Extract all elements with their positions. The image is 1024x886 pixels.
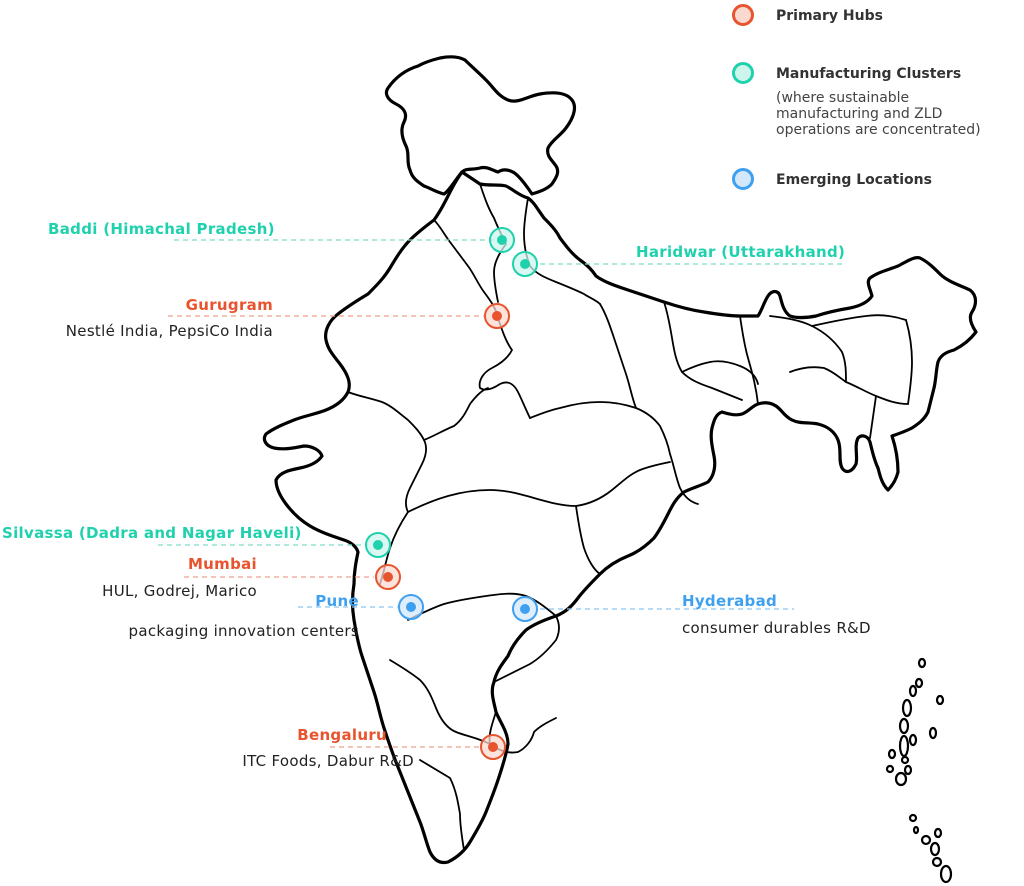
subtitle-pune: packaging innovation centers [128,622,359,640]
legend-title-emerging: Emerging Locations [776,172,932,188]
label-hyderabad: Hyderabad [682,592,778,610]
marker-mumbai-dot[interactable] [383,572,393,582]
marker-pune-dot[interactable] [406,602,416,612]
label-bengaluru: Bengaluru [297,726,387,744]
legend-title-manufacturing: Manufacturing Clusters [776,66,962,82]
map-mainland [262,170,978,865]
label-mumbai: Mumbai [187,555,257,573]
label-haridwar: Haridwar (Uttarakhand) [636,243,846,261]
subtitle-bengaluru: ITC Foods, Dabur R&D [242,752,414,770]
leader-lines [158,239,846,748]
location-markers [365,227,538,760]
label-silvassa: Silvassa (Dadra and Nagar Haveli) [2,524,302,542]
marker-gurugram-dot[interactable] [492,311,502,321]
marker-haridwar-dot[interactable] [520,259,530,269]
marker-bengaluru-dot[interactable] [488,742,498,752]
label-baddi: Baddi (Himachal Pradesh) [48,220,275,238]
manufacturing-cluster-swatch-icon [732,62,754,84]
marker-hyderabad-dot[interactable] [520,604,530,614]
marker-baddi-dot[interactable] [497,235,507,245]
subtitle-gurugram: Nestlé India, PepsiCo India [65,322,273,340]
label-pune: Pune [315,592,359,610]
state-borders [347,183,913,851]
subtitle-hyderabad: consumer durables R&D [682,619,871,637]
label-gurugram: Gurugram [185,296,273,314]
map-region-north [384,55,577,196]
emerging-location-swatch-icon [732,168,754,190]
andaman-nicobar-islands [885,657,953,884]
marker-silvassa-dot[interactable] [373,540,383,550]
legend-title-primary: Primary Hubs [776,8,883,24]
subtitle-mumbai: HUL, Godrej, Marico [102,582,257,600]
primary-hub-swatch-icon [732,4,754,26]
legend-desc-manufacturing: (where sustainable manufacturing and ZLD… [776,90,981,138]
